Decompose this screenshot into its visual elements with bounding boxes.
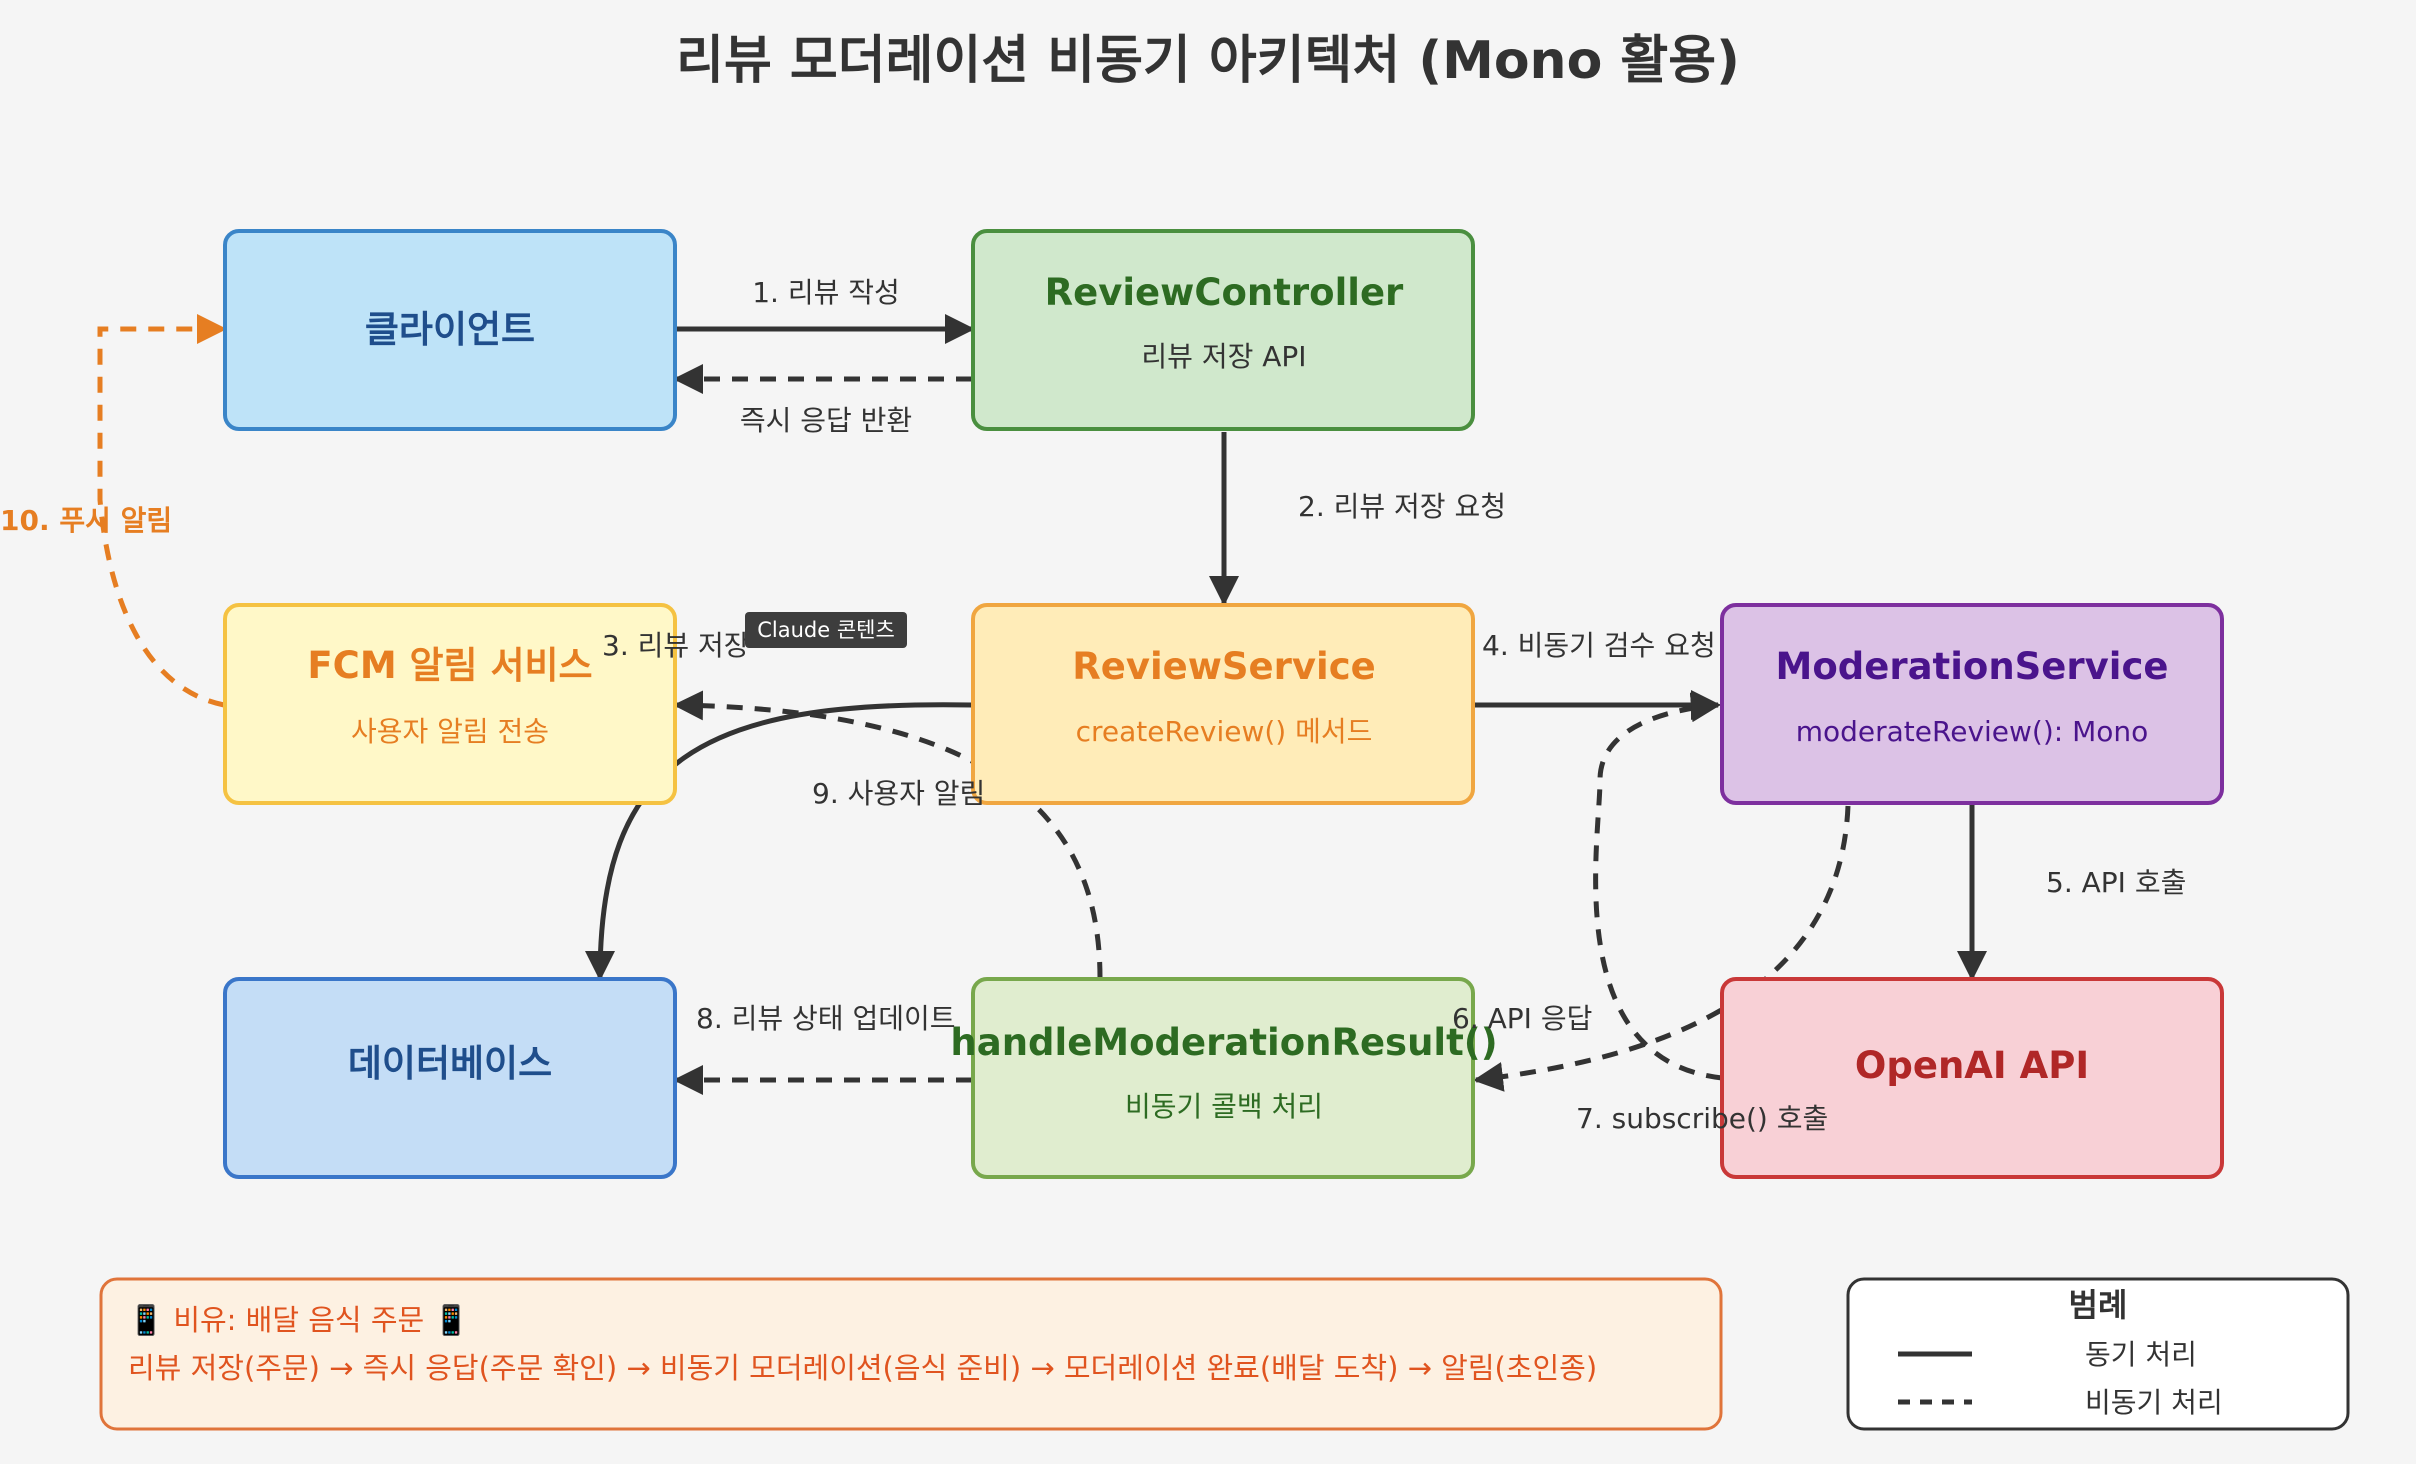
edge-3-label: 3. 리뷰 저장 xyxy=(602,629,750,662)
node-handler-box xyxy=(971,977,1475,1179)
edge-6-label: 6. API 응답 xyxy=(1452,1002,1592,1035)
legend-async-label: 비동기 처리 xyxy=(2085,1386,2223,1419)
edge-8-label: 8. 리뷰 상태 업데이트 xyxy=(696,1002,956,1035)
tooltip-text: Claude 콘텐츠 xyxy=(757,618,895,642)
edge-7-line xyxy=(1593,692,1723,1081)
node-service: ReviewService createReview() 메서드 xyxy=(971,603,1475,805)
node-client: 클라이언트 xyxy=(223,229,677,431)
node-service-box xyxy=(971,603,1475,805)
node-fcm: FCM 알림 서비스 사용자 알림 전송 xyxy=(223,603,677,805)
edge-6-line xyxy=(1473,805,1851,1092)
node-controller-title: ReviewController xyxy=(1045,271,1404,314)
node-openai-box xyxy=(1720,977,2224,1179)
analogy-note: 📱 비유: 배달 음식 주문 📱 리뷰 저장(주문) → 즉시 응답(주문 확인… xyxy=(99,1277,1723,1431)
node-service-title: ReviewService xyxy=(1072,645,1375,688)
node-service-subtitle: createReview() 메서드 xyxy=(1076,715,1373,748)
edge-10-line xyxy=(97,314,227,708)
node-moderation-title: ModerationService xyxy=(1776,645,2169,688)
node-handler-title: handleModerationResult() xyxy=(950,1021,1497,1064)
node-database-box xyxy=(223,977,677,1179)
edge-5-label: 5. API 호출 xyxy=(2046,866,2186,899)
analogy-box xyxy=(99,1277,1723,1431)
node-fcm-title: FCM 알림 서비스 xyxy=(307,644,592,687)
node-database: 데이터베이스 xyxy=(223,977,677,1179)
node-moderation-box xyxy=(1720,603,2224,805)
edge-9-label: 9. 사용자 알림 xyxy=(812,777,985,810)
edge-2-label: 2. 리뷰 저장 요청 xyxy=(1298,490,1506,523)
legend: 범례 동기 처리 비동기 처리 xyxy=(1846,1277,2350,1431)
node-database-title: 데이터베이스 xyxy=(348,1042,552,1085)
legend-box xyxy=(1846,1277,2350,1431)
node-openai: OpenAI API xyxy=(1720,977,2224,1179)
edge-3-line xyxy=(585,702,973,981)
edge-7-label: 7. subscribe() 호출 xyxy=(1576,1102,1828,1135)
legend-sync-label: 동기 처리 xyxy=(2085,1338,2197,1371)
analogy-text: 리뷰 저장(주문) → 즉시 응답(주문 확인) → 비동기 모더레이션(음식 … xyxy=(128,1351,1597,1385)
node-moderation-subtitle: moderateReview(): Mono xyxy=(1796,715,2149,748)
node-moderation: ModerationService moderateReview(): Mono xyxy=(1720,603,2224,805)
edge-10-label: 10. 푸시 알림 xyxy=(0,504,172,537)
node-fcm-subtitle: 사용자 알림 전송 xyxy=(351,715,549,748)
node-handler: handleModerationResult() 비동기 콜백 처리 xyxy=(950,977,1498,1179)
edge-4-label: 4. 비동기 검수 요청 xyxy=(1482,629,1716,662)
node-client-title: 클라이언트 xyxy=(365,308,535,351)
edge-1-label: 1. 리뷰 작성 xyxy=(752,276,900,309)
tooltip-bg xyxy=(745,612,907,648)
node-controller-box xyxy=(971,229,1475,431)
legend-title: 범례 xyxy=(2069,1286,2128,1324)
edge-9-line xyxy=(673,690,1103,979)
node-handler-subtitle: 비동기 콜백 처리 xyxy=(1125,1090,1323,1123)
node-controller-subtitle: 리뷰 저장 API xyxy=(1141,340,1306,373)
tooltip-chip: Claude 콘텐츠 xyxy=(745,612,907,648)
edge-1r-label: 즉시 응답 반환 xyxy=(740,404,912,437)
node-client-box xyxy=(223,229,677,431)
node-controller: ReviewController 리뷰 저장 API xyxy=(971,229,1475,431)
node-openai-title: OpenAI API xyxy=(1855,1044,2089,1087)
diagram-title: 리뷰 모더레이션 비동기 아키텍처 (Mono 활용) xyxy=(676,31,1740,91)
node-fcm-box xyxy=(223,603,677,805)
analogy-heading: 📱 비유: 배달 음식 주문 📱 xyxy=(128,1303,470,1337)
